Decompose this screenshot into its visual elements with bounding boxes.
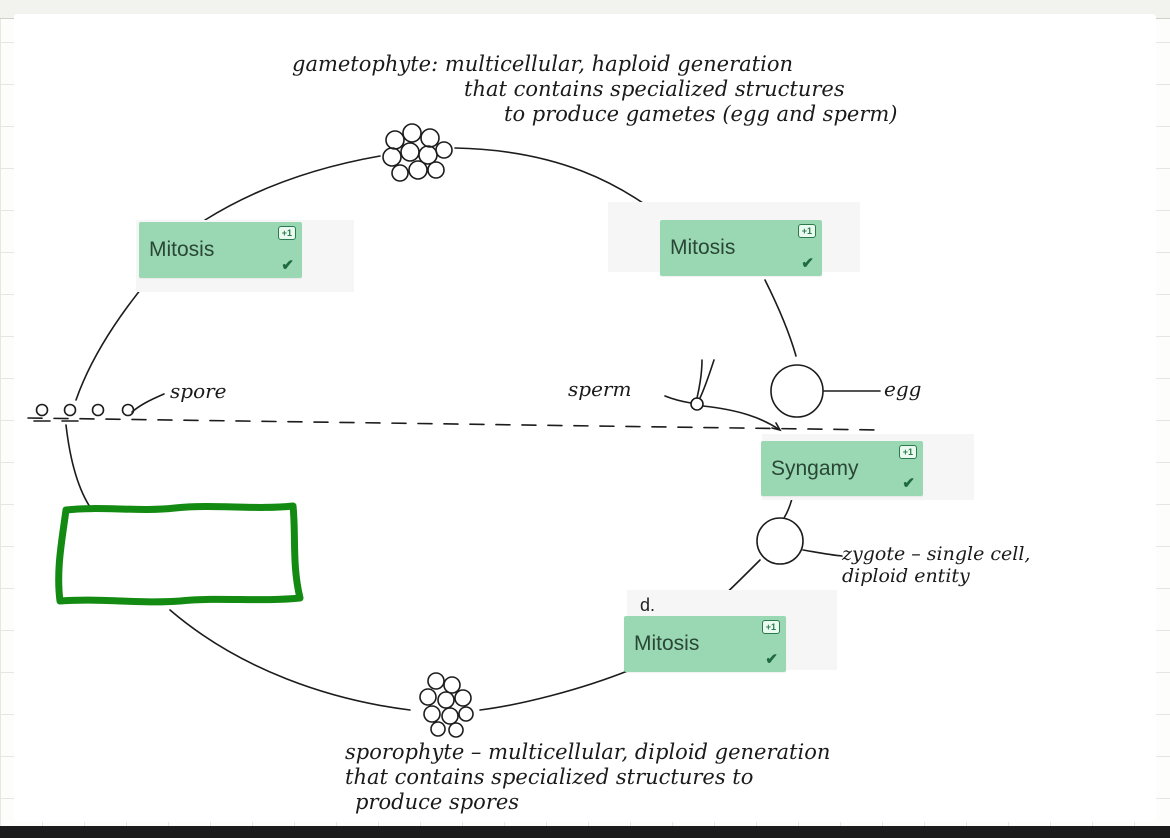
zygote-annotation: zygote – single cell, diploid entity — [842, 543, 1030, 588]
sperm-label: sperm — [568, 377, 632, 401]
answer-card-label: Mitosis — [670, 236, 736, 259]
gametophyte-line-3: to produce gametes (egg and sperm) — [504, 101, 898, 126]
spore-pointer — [131, 393, 165, 413]
cycle-arc-right-1 — [764, 279, 797, 357]
question-letter-d: d. — [640, 595, 656, 615]
cycle-arc-bottom-left — [169, 609, 411, 711]
gametophyte-line-1: gametophyte: multicellular, haploid gene… — [292, 52, 793, 76]
worksheet — [14, 14, 1156, 822]
cycle-arc-top-left — [204, 155, 381, 221]
zygote-line-2: diploid entity — [842, 565, 970, 588]
answer-card-label: Mitosis — [149, 238, 215, 261]
empty-answer-slot[interactable] — [74, 516, 290, 594]
answer-card-mitosis-top-right[interactable]: Mitosis +1 ✔ — [660, 220, 822, 276]
cycle-arc-bottom-right — [479, 669, 631, 711]
cycle-arc-left-lower — [65, 424, 93, 511]
answer-card-syngamy[interactable]: Syngamy +1 ✔ — [761, 441, 923, 496]
zygote-line-1: zygote – single cell, — [842, 543, 1031, 565]
sperm-pointer — [664, 395, 692, 404]
checkmark-icon: ✔ — [902, 475, 915, 492]
gametophyte-line-2: that contains specialized structures — [464, 76, 845, 101]
points-badge: +1 — [277, 226, 296, 240]
sporophyte-line-1: sporophyte – multicellular, diploid gene… — [345, 740, 831, 764]
gametophyte-cell-cluster — [382, 123, 453, 182]
points-badge: +1 — [761, 620, 780, 634]
points-badge: +1 — [898, 445, 917, 459]
sporophyte-cell-cluster — [419, 672, 474, 738]
cycle-arc-left-upper — [75, 277, 151, 401]
egg-label: egg — [884, 377, 922, 401]
answer-card-mitosis-top-left[interactable]: Mitosis +1 ✔ — [139, 222, 302, 278]
sperm-cell — [690, 397, 704, 411]
egg-cell — [770, 364, 824, 418]
sporophyte-annotation: sporophyte – multicellular, diploid gene… — [345, 740, 830, 814]
sporophyte-line-3: produce spores — [355, 789, 520, 814]
checkmark-icon: ✔ — [765, 651, 778, 668]
sporophyte-line-2: that contains specialized structures to — [345, 764, 754, 789]
sperm-tail — [696, 359, 715, 399]
checkmark-icon: ✔ — [801, 255, 814, 272]
checkmark-icon: ✔ — [281, 257, 294, 274]
answer-card-label: Syngamy — [771, 456, 859, 480]
zygote-cell — [756, 517, 804, 565]
empty-slot-highlight — [55, 502, 304, 606]
answer-card-label: Mitosis — [634, 632, 700, 655]
spore-label: spore — [170, 379, 227, 403]
points-badge: +1 — [797, 224, 816, 238]
zygote-pointer — [802, 549, 843, 557]
answer-card-mitosis-bottom[interactable]: Mitosis +1 ✔ — [624, 616, 786, 672]
sperm-path-arrow — [702, 405, 782, 432]
haploid-diploid-divider — [27, 417, 881, 431]
gametophyte-annotation: gametophyte: multicellular, haploid gene… — [292, 52, 897, 126]
bottom-edge-bar — [0, 826, 1170, 838]
